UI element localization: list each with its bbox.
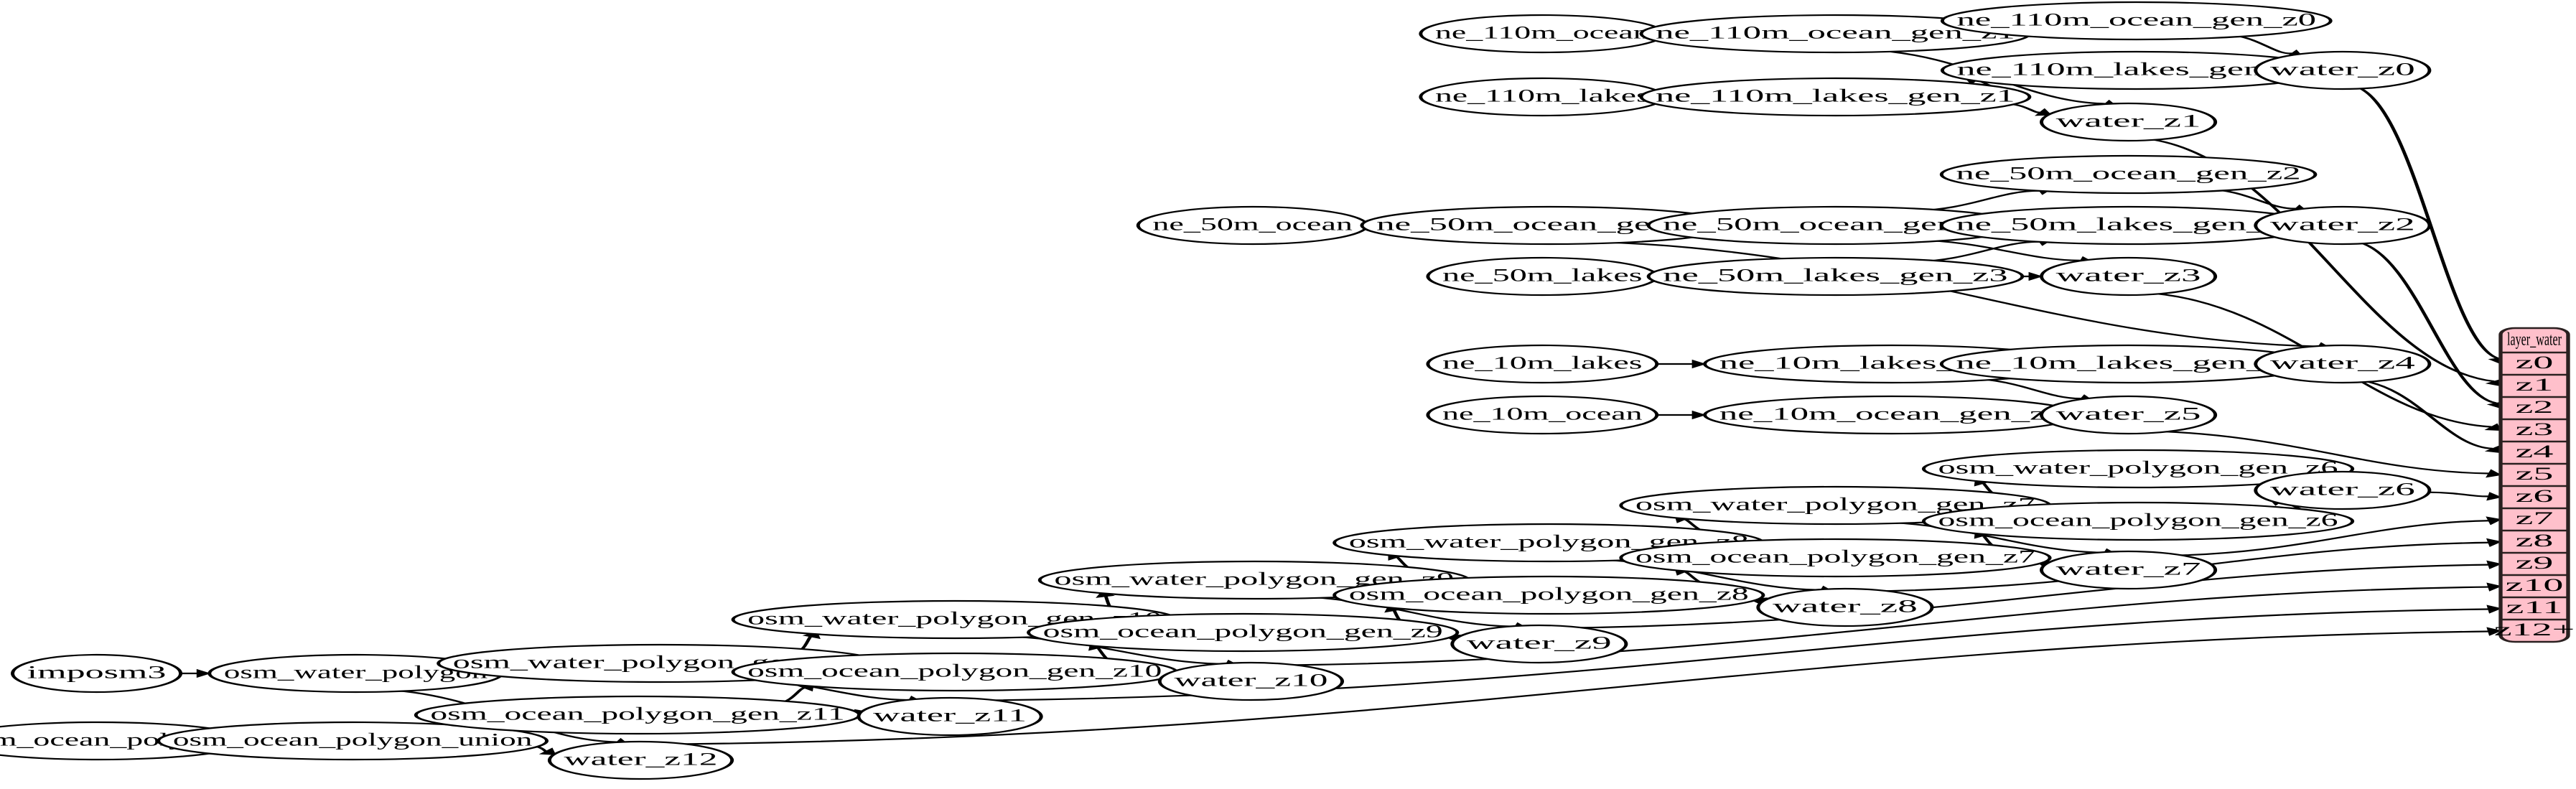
node-ellipse xyxy=(157,721,549,761)
layer-water-record: layer_waterz0z1z2z3z4z5z6z7z8z9z10z11z12… xyxy=(2494,327,2575,643)
graph-node-water_z8[interactable]: water_z8 xyxy=(1756,587,1934,627)
edge-water_z5-to-record-z5 xyxy=(2140,430,2489,475)
node-ellipse xyxy=(1426,256,1659,297)
arrowhead-icon xyxy=(2484,445,2502,454)
arrowhead-icon xyxy=(2486,469,2502,478)
node-ellipse xyxy=(2040,102,2218,142)
node-ellipse xyxy=(1646,256,2025,297)
graph-node-osm_ocean_polygon_gen_z11[interactable]: osm_ocean_polygon_gen_z11 xyxy=(414,695,862,735)
node-ellipse xyxy=(1450,624,1628,664)
node-ellipse xyxy=(2040,395,2218,435)
graph-node-ne_110m_ocean_gen_z0[interactable]: ne_110m_ocean_gen_z0 xyxy=(1940,1,2333,41)
edge-ne_50m_ocean_gen_z2-to-water_z2 xyxy=(2206,188,2296,210)
graph-node-water_z9[interactable]: water_z9 xyxy=(1450,624,1628,664)
arrowhead-icon xyxy=(1691,410,1707,420)
arrowhead-icon xyxy=(2486,582,2502,592)
arrowhead-icon xyxy=(2486,538,2502,547)
node-ellipse xyxy=(11,653,183,694)
node-ellipse xyxy=(1426,344,1659,384)
node-ellipse xyxy=(731,652,1179,692)
node-ellipse xyxy=(1940,1,2333,41)
node-ellipse xyxy=(1157,661,1345,701)
graph-node-ne_10m_ocean[interactable]: ne_10m_ocean xyxy=(1426,395,1659,435)
graph-node-osm_ocean_polygon_gen_z10[interactable]: osm_ocean_polygon_gen_z10 xyxy=(731,652,1179,692)
graph-node-water_z12[interactable]: water_z12 xyxy=(547,740,734,780)
node-ellipse xyxy=(1027,612,1460,653)
graph-node-osm_ocean_polygon_gen_z9[interactable]: osm_ocean_polygon_gen_z9 xyxy=(1027,612,1460,653)
node-ellipse xyxy=(1939,154,2318,195)
node-ellipse xyxy=(547,740,734,780)
graph-node-water_z11[interactable]: water_z11 xyxy=(857,696,1043,737)
graph-node-ne_50m_ocean[interactable]: ne_50m_ocean xyxy=(1136,205,1369,246)
arrowhead-icon xyxy=(2486,560,2502,569)
graph-node-ne_10m_ocean_gen_z5[interactable]: ne_10m_ocean_gen_z5 xyxy=(1703,395,2081,435)
arrowhead-icon xyxy=(2486,604,2502,614)
node-ellipse xyxy=(414,695,862,735)
edge-water_z9-to-record-z9 xyxy=(1551,564,2489,629)
graph-node-ne_110m_ocean[interactable]: ne_110m_ocean xyxy=(1419,14,1666,54)
edge-water_z10-to-record-z10 xyxy=(1264,586,2489,666)
graph-node-imposm3[interactable]: imposm3 xyxy=(11,653,183,694)
graph-node-water_z1[interactable]: water_z1 xyxy=(2040,102,2218,142)
arrowhead-icon xyxy=(2486,516,2502,526)
arrowhead-icon xyxy=(1691,359,1707,369)
graph-node-ne_50m_lakes_gen_z3[interactable]: ne_50m_lakes_gen_z3 xyxy=(1646,256,2025,297)
graph-node-water_z0[interactable]: water_z0 xyxy=(2254,50,2432,90)
node-ellipse xyxy=(1619,538,2052,578)
layer-water-table-box xyxy=(2498,327,2570,643)
node-ellipse xyxy=(1333,575,1765,615)
edge-ne_50m_ocean_gen_z3-to-ne_50m_ocean_gen_z2 xyxy=(1913,190,2040,212)
graph-node-water_z6[interactable]: water_z6 xyxy=(2254,470,2432,510)
edge-water_z1-to-record-z1 xyxy=(2140,137,2495,383)
edge-water_z6-to-record-z6 xyxy=(2428,491,2489,498)
node-ellipse xyxy=(1921,501,2355,541)
nodes-layer: imposm3osm_water_polygonosm_ocean_polygo… xyxy=(0,1,2432,780)
node-ellipse xyxy=(2040,550,2218,590)
graph-node-water_z3[interactable]: water_z3 xyxy=(2040,256,2218,297)
node-ellipse xyxy=(2254,50,2432,90)
node-ellipse xyxy=(1136,205,1369,246)
node-ellipse xyxy=(1419,77,1666,117)
graph-node-water_z2[interactable]: water_z2 xyxy=(2254,205,2432,246)
node-ellipse xyxy=(1921,449,2355,489)
graph-node-osm_ocean_polygon_gen_z7[interactable]: osm_ocean_polygon_gen_z7 xyxy=(1619,538,2052,578)
arrowhead-icon xyxy=(2486,627,2502,636)
edge-ne_110m_lakes_gen_z1-to-water_z1 xyxy=(2008,103,2042,113)
graph-node-osm_ocean_polygon_gen_z6[interactable]: osm_ocean_polygon_gen_z6 xyxy=(1921,501,2355,541)
edge-ne_50m_lakes_gen_z3-to-ne_50m_lakes_gen_z2 xyxy=(1913,241,2040,263)
graph-node-water_z7[interactable]: water_z7 xyxy=(2040,550,2218,590)
graph-node-water_z10[interactable]: water_z10 xyxy=(1157,661,1345,701)
edge-water_z2-to-record-z2 xyxy=(2353,241,2498,404)
graph-node-ne_10m_lakes[interactable]: ne_10m_lakes xyxy=(1426,344,1659,384)
edge-water_z7-to-record-z7 xyxy=(2165,520,2489,557)
arrowhead-icon xyxy=(538,747,556,755)
graph-node-water_z5[interactable]: water_z5 xyxy=(2040,395,2218,435)
node-ellipse xyxy=(2254,344,2432,384)
node-ellipse xyxy=(1639,77,2032,117)
node-ellipse xyxy=(1703,395,2081,435)
graph-node-ne_50m_lakes[interactable]: ne_50m_lakes xyxy=(1426,256,1659,297)
graph-node-osm_ocean_polygon_gen_z8[interactable]: osm_ocean_polygon_gen_z8 xyxy=(1333,575,1765,615)
node-ellipse xyxy=(1756,587,1934,627)
arrowhead-icon xyxy=(2034,108,2053,116)
arrowhead-icon xyxy=(2028,271,2043,281)
graph-node-ne_50m_ocean_gen_z2[interactable]: ne_50m_ocean_gen_z2 xyxy=(1939,154,2318,195)
node-ellipse xyxy=(1419,14,1666,54)
arrowhead-icon xyxy=(196,668,211,678)
graph-node-ne_110m_lakes[interactable]: ne_110m_lakes xyxy=(1419,77,1666,117)
node-ellipse xyxy=(2254,205,2432,246)
graph-node-ne_110m_lakes_gen_z1[interactable]: ne_110m_lakes_gen_z1 xyxy=(1639,77,2032,117)
node-ellipse xyxy=(1426,395,1659,435)
node-ellipse xyxy=(2254,470,2432,510)
edge-water_z12-to-record-z12plus xyxy=(653,630,2489,745)
edge-ne_50m_ocean_gen_z4-to-water_z4 xyxy=(1574,241,2319,347)
edge-water_z4-to-record-z4 xyxy=(2354,379,2493,450)
node-ellipse xyxy=(2040,256,2218,297)
graph-node-water_z4[interactable]: water_z4 xyxy=(2254,344,2432,384)
node-ellipse xyxy=(857,696,1043,737)
arrowhead-icon xyxy=(2486,492,2502,501)
